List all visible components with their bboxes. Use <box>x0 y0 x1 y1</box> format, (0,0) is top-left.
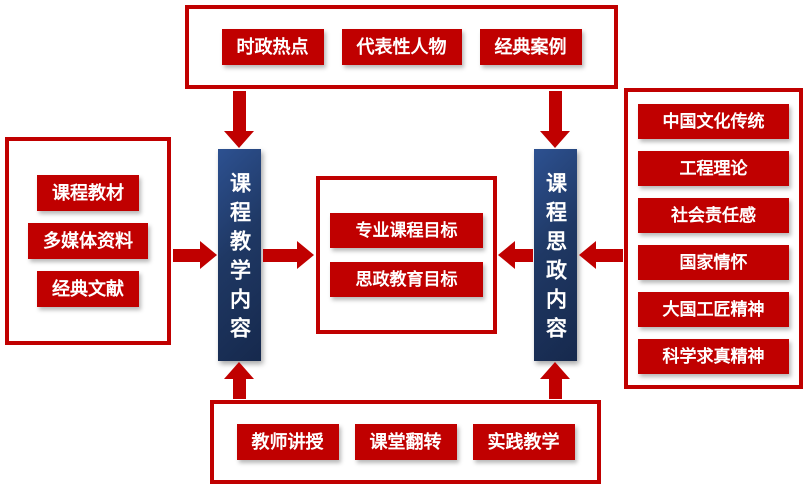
pillar-course-ideological-content-label: 课程思政内容 <box>543 172 569 346</box>
pillar-course-ideological-content: 课程思政内容 <box>534 149 577 361</box>
chip-professional-course-goal: 专业课程目标 <box>330 213 483 248</box>
pillar-course-teaching-content-label: 课程教学内容 <box>227 172 253 346</box>
arrow-shaft <box>596 248 623 262</box>
arrow-head-right-icon <box>200 241 217 269</box>
chip-craftsman-spirit: 大国工匠精神 <box>638 291 789 327</box>
center-goals-panel: 专业课程目标 思政教育目标 <box>316 176 497 334</box>
bottom-methods-panel: 教师讲授 课堂翻转 实践教学 <box>210 400 601 484</box>
chip-practical-teaching: 实践教学 <box>472 424 575 460</box>
arrow-head-left-icon <box>498 241 515 269</box>
chip-flipped-classroom: 课堂翻转 <box>354 424 457 460</box>
arrow-left-panel-to-left-pillar <box>173 241 217 269</box>
chip-classic-cases: 经典案例 <box>479 29 582 65</box>
arrow-right-pillar-to-center <box>498 241 533 269</box>
arrow-head-right-icon <box>297 241 314 269</box>
arrow-shaft <box>232 91 246 131</box>
arrow-shaft <box>548 379 562 399</box>
arrow-right-panel-to-right-pillar <box>579 241 623 269</box>
chip-multimedia-materials: 多媒体资料 <box>28 223 148 259</box>
arrow-shaft <box>263 248 297 262</box>
arrow-bottom-to-left-pillar <box>224 362 254 399</box>
chip-representative-figures: 代表性人物 <box>341 29 462 65</box>
arrow-head-down-icon <box>540 131 570 148</box>
chip-scientific-truth-seeking: 科学求真精神 <box>638 338 789 374</box>
arrow-top-to-right-pillar <box>540 91 570 148</box>
arrow-head-left-icon <box>579 241 596 269</box>
arrow-shaft <box>173 248 200 262</box>
arrow-left-pillar-to-center <box>263 241 314 269</box>
chip-engineering-theory: 工程理论 <box>638 150 789 186</box>
arrow-shaft <box>515 248 533 262</box>
chip-teacher-lecture: 教师讲授 <box>236 424 339 460</box>
arrow-head-down-icon <box>224 131 254 148</box>
chip-hot-topics: 时政热点 <box>221 29 324 65</box>
arrow-shaft <box>232 379 246 399</box>
chip-national-sentiment: 国家情怀 <box>638 244 789 280</box>
arrow-bottom-to-right-pillar <box>540 362 570 399</box>
chip-chinese-cultural-tradition: 中国文化传统 <box>638 103 789 139</box>
chip-course-textbook: 课程教材 <box>37 175 139 211</box>
arrow-top-to-left-pillar <box>224 91 254 148</box>
arrow-shaft <box>548 91 562 131</box>
left-materials-panel: 课程教材 多媒体资料 经典文献 <box>5 137 171 345</box>
chip-ideological-education-goal: 思政教育目标 <box>330 262 483 297</box>
top-sources-panel: 时政热点 代表性人物 经典案例 <box>185 5 618 89</box>
arrow-head-up-icon <box>540 362 570 379</box>
chip-classic-literature: 经典文献 <box>37 271 139 307</box>
arrow-head-up-icon <box>224 362 254 379</box>
right-values-panel: 中国文化传统 工程理论 社会责任感 国家情怀 大国工匠精神 科学求真精神 <box>624 88 803 389</box>
chip-social-responsibility: 社会责任感 <box>638 197 789 233</box>
pillar-course-teaching-content: 课程教学内容 <box>218 149 261 361</box>
